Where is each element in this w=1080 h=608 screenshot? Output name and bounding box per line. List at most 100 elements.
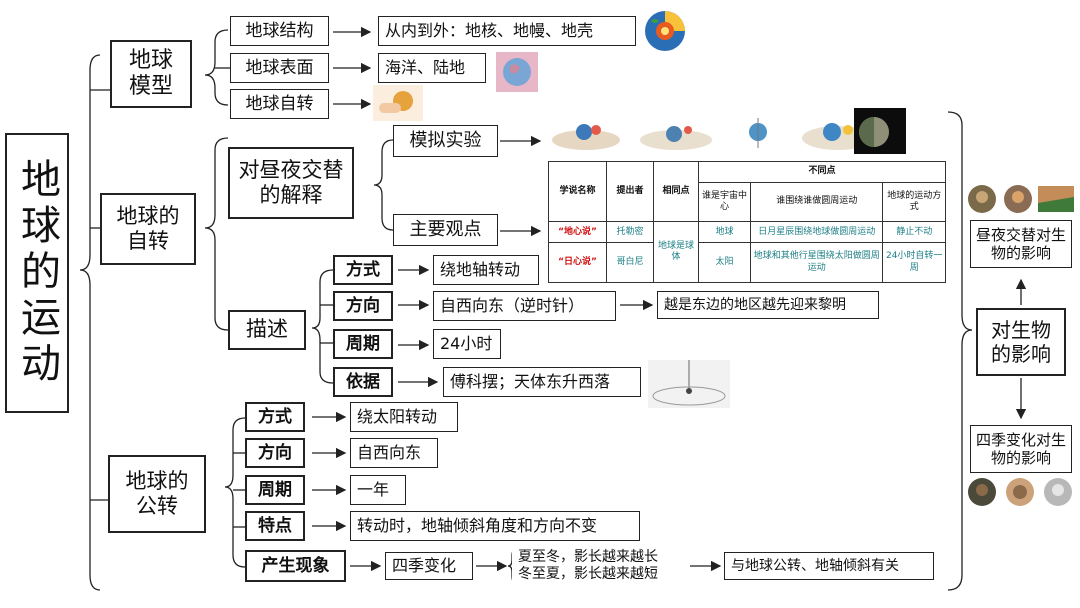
main-views-label: 主要观点	[409, 219, 482, 241]
rev-way-label: 方式	[245, 402, 305, 432]
rev-feature-label: 特点	[245, 511, 305, 541]
organism-effects-node: 对生物的影响	[976, 308, 1066, 376]
rev-feature-value: 转动时，地轴倾斜角度和方向不变	[350, 511, 640, 541]
header-diff: 不同点	[698, 161, 946, 183]
earth-structure-label: 地球结构	[245, 20, 314, 41]
organism-effects-label: 对生物的影响	[991, 318, 1051, 366]
earth-structure-desc-text: 从内到外：地核、地幔、地壳	[385, 21, 594, 41]
rot-direction-label: 方向	[333, 291, 393, 321]
seasons-cause-text: 与地球公转、地轴倾斜有关	[731, 557, 899, 574]
earth-rotation-label: 地球的自转	[116, 203, 180, 253]
rot-way-value: 绕地轴转动	[433, 255, 539, 285]
earth-surface-desc: 海洋、陆地	[378, 53, 486, 83]
rev-phenomenon-label: 产生现象	[245, 550, 346, 582]
rot-direction-text: 方向	[346, 295, 380, 316]
earth-rotation-model-node: 地球自转	[230, 89, 329, 119]
row-around: 日月星辰围绕地球做圆周运动	[750, 221, 884, 244]
row-motion: 静止不动	[882, 221, 946, 244]
row-theory: “日心说”	[548, 242, 607, 283]
rev-period-value: 一年	[350, 475, 406, 505]
row-motion: 24小时自转一周	[882, 242, 946, 283]
rev-period-label: 周期	[245, 475, 305, 505]
describe-label: 描述	[246, 317, 288, 342]
row-proposer: 托勒密	[606, 221, 654, 244]
simulation-experiment-node: 模拟实验	[393, 125, 498, 157]
rot-period-label: 周期	[333, 329, 393, 359]
rev-phenomenon-text: 产生现象	[261, 555, 330, 576]
rev-way-value: 绕太阳转动	[350, 402, 458, 432]
daynight-animals-image	[968, 185, 1074, 213]
rot-period-value: 24小时	[433, 329, 501, 359]
shadow-winter-summer-text: 冬至夏，影长越来越短	[518, 566, 658, 582]
earth-model-node: 地球模型	[110, 40, 192, 108]
season-animals-image	[968, 478, 1072, 506]
rot-basis-value-text: 傅科摆；天体东升西落	[450, 372, 611, 392]
rev-direction-text: 方向	[258, 442, 292, 463]
rev-direction-value-text: 自西向东	[357, 443, 422, 463]
rev-direction-value: 自西向东	[350, 438, 438, 468]
rot-way-label: 方式	[333, 255, 393, 285]
row-center: 太阳	[697, 242, 752, 283]
header-center: 谁是宇宙中心	[697, 181, 752, 223]
earth-structure-node: 地球结构	[230, 16, 329, 46]
rot-way-value-text: 绕地轴转动	[440, 260, 521, 280]
rot-period-value-text: 24小时	[440, 334, 493, 354]
rev-way-text: 方式	[258, 406, 292, 427]
rot-way-text: 方式	[346, 259, 380, 280]
rot-direction-extra: 越是东边的地区越先迎来黎明	[657, 291, 879, 319]
season-effects-text: 四季变化对生物的影响	[975, 431, 1066, 467]
daynight-explain-label: 对昼夜交替的解释	[238, 157, 344, 207]
table-row: “地心说” 托勒密 地球是球体 地球 日月星辰围绕地球做圆周运动 静止不动	[548, 221, 946, 283]
header-motion: 地球的运动方式	[882, 181, 946, 223]
rev-feature-value-text: 转动时，地轴倾斜角度和方向不变	[357, 516, 598, 536]
globe-hand-image	[496, 52, 538, 92]
earth-rotation-model-label: 地球自转	[245, 93, 314, 114]
row-around: 地球和其他行星围绕太阳做圆周运动	[750, 242, 884, 283]
header-theory: 学说名称	[548, 160, 607, 223]
foucault-pendulum-image	[648, 360, 730, 408]
daynight-effects-text: 昼夜交替对生物的影响	[975, 226, 1066, 262]
seasons-cause-node: 与地球公转、地轴倾斜有关	[724, 552, 934, 580]
daynight-explain-node: 对昼夜交替的解释	[228, 147, 354, 219]
earth-surface-desc-text: 海洋、陆地	[385, 58, 466, 78]
root-node: 地球的运动	[5, 133, 69, 413]
earth-surface-label: 地球表面	[245, 57, 314, 78]
root-label: 地球的运动	[14, 158, 60, 388]
views-comparison-table: 学说名称 提出者 相同点 不同点 谁是宇宙中心 谁围绕谁做圆周运动 地球的运动方…	[548, 160, 946, 283]
simulation-experiment-label: 模拟实验	[409, 130, 482, 152]
earth-structure-desc: 从内到外：地核、地幔、地壳	[378, 16, 636, 46]
earth-rotation-node: 地球的自转	[100, 193, 196, 265]
rot-basis-label: 依据	[333, 367, 393, 397]
season-effects-node: 四季变化对生物的影响	[970, 425, 1072, 473]
header-proposer: 提出者	[606, 160, 654, 223]
rev-feature-text: 特点	[258, 515, 292, 536]
rot-period-text: 周期	[346, 333, 380, 354]
earth-model-label: 地球模型	[128, 47, 173, 99]
rot-direction-extra-text: 越是东边的地区越先迎来黎明	[664, 296, 846, 313]
row-proposer: 哥白尼	[606, 242, 654, 283]
rot-direction-value-text: 自西向东（逆时针）	[440, 296, 585, 316]
rev-way-value-text: 绕太阳转动	[357, 407, 438, 427]
experiment-photos-image	[552, 108, 906, 154]
row-center: 地球	[697, 221, 752, 244]
common-cell: 地球是球体	[653, 221, 699, 283]
table-row: “日心说” 哥白尼 太阳 地球和其他行星围绕太阳做圆周运动 24小时自转一周	[548, 242, 946, 283]
rotating-globe-image	[373, 85, 423, 121]
earth-revolution-label: 地球的公转	[125, 468, 189, 518]
earth-revolution-node: 地球的公转	[108, 455, 206, 533]
row-theory: “地心说”	[548, 221, 607, 244]
rot-basis-value: 傅科摆；天体东升西落	[443, 367, 641, 397]
rot-basis-text: 依据	[346, 371, 380, 392]
seasons-change-text: 四季变化	[392, 556, 457, 576]
earth-surface-node: 地球表面	[230, 53, 329, 83]
earth-cutaway-image	[645, 11, 685, 51]
rev-direction-label: 方向	[245, 438, 305, 468]
daynight-effects-node: 昼夜交替对生物的影响	[970, 220, 1072, 268]
shadow-summer-winter-text: 夏至冬，影长越来越长	[518, 549, 658, 566]
describe-node: 描述	[228, 310, 306, 350]
shadow-length-node: 夏至冬，影长越来越长 冬至夏，影长越来越短	[512, 545, 686, 587]
rev-period-value-text: 一年	[357, 480, 390, 500]
header-common: 相同点	[653, 160, 699, 223]
header-around: 谁围绕谁做圆周运动	[750, 181, 884, 223]
